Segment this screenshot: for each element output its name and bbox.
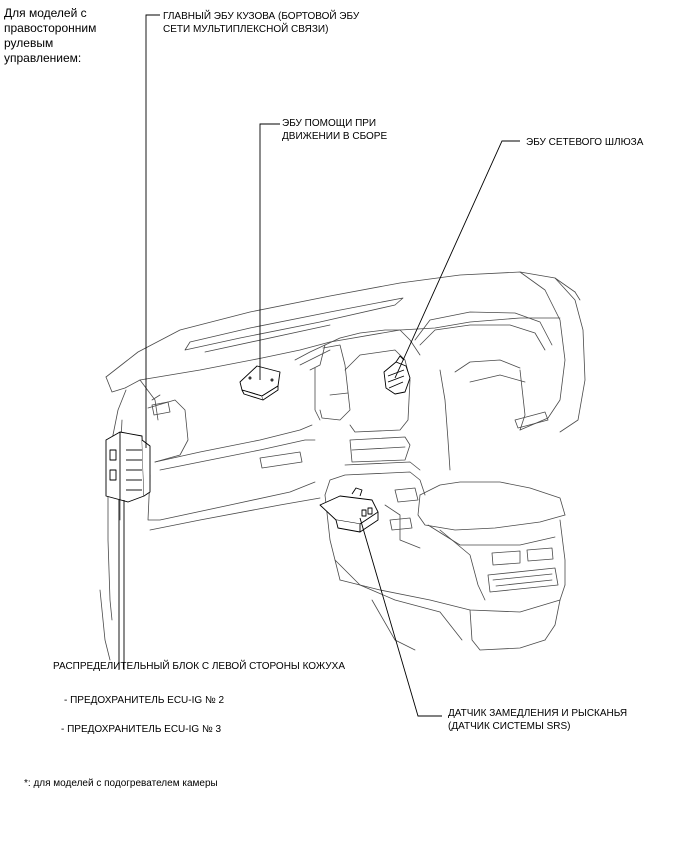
- network-gateway-ecu-part: [383, 355, 411, 395]
- leader-main-body-ecu: [145, 14, 160, 448]
- yaw-rate-sensor-part: [319, 487, 379, 533]
- label-yaw-rate-sensor: ДАТЧИК ЗАМЕДЛЕНИЯ И РЫСКАНЬЯ (ДАТЧИК СИС…: [448, 708, 628, 732]
- label-fuse-ecu-ig-2: - ПРЕДОХРАНИТЕЛЬ ECU-IG № 2: [64, 695, 225, 706]
- leader-yaw-rate-sensor: [359, 517, 442, 717]
- footnote: *: для моделей с подогревателем камеры: [24, 778, 218, 789]
- label-junction-block: РАСПРЕДЕЛИТЕЛЬНЫЙ БЛОК С ЛЕВОЙ СТОРОНЫ К…: [53, 661, 345, 672]
- leader-network-gateway-ecu: [394, 140, 520, 379]
- junction-block-part: [105, 431, 151, 503]
- label-driving-support-ecu: ЭБУ ПОМОЩИ ПРИ ДВИЖЕНИИ В СБОРЕ: [282, 118, 388, 142]
- leader-lines: [118, 14, 520, 717]
- driving-support-ecu-part: [239, 365, 281, 401]
- label-network-gateway-ecu: ЭБУ СЕТЕВОГО ШЛЮЗА: [526, 137, 644, 148]
- header-note: Для моделей с правосторонним рулевым упр…: [4, 6, 97, 65]
- label-main-body-ecu: ГЛАВНЫЙ ЭБУ КУЗОВА (БОРТОВОЙ ЭБУ СЕТИ МУ…: [163, 11, 360, 35]
- label-fuse-ecu-ig-3: - ПРЕДОХРАНИТЕЛЬ ECU-IG № 3: [61, 724, 222, 735]
- leader-driving-support-ecu: [259, 123, 280, 380]
- dashboard-outline: [99, 271, 586, 661]
